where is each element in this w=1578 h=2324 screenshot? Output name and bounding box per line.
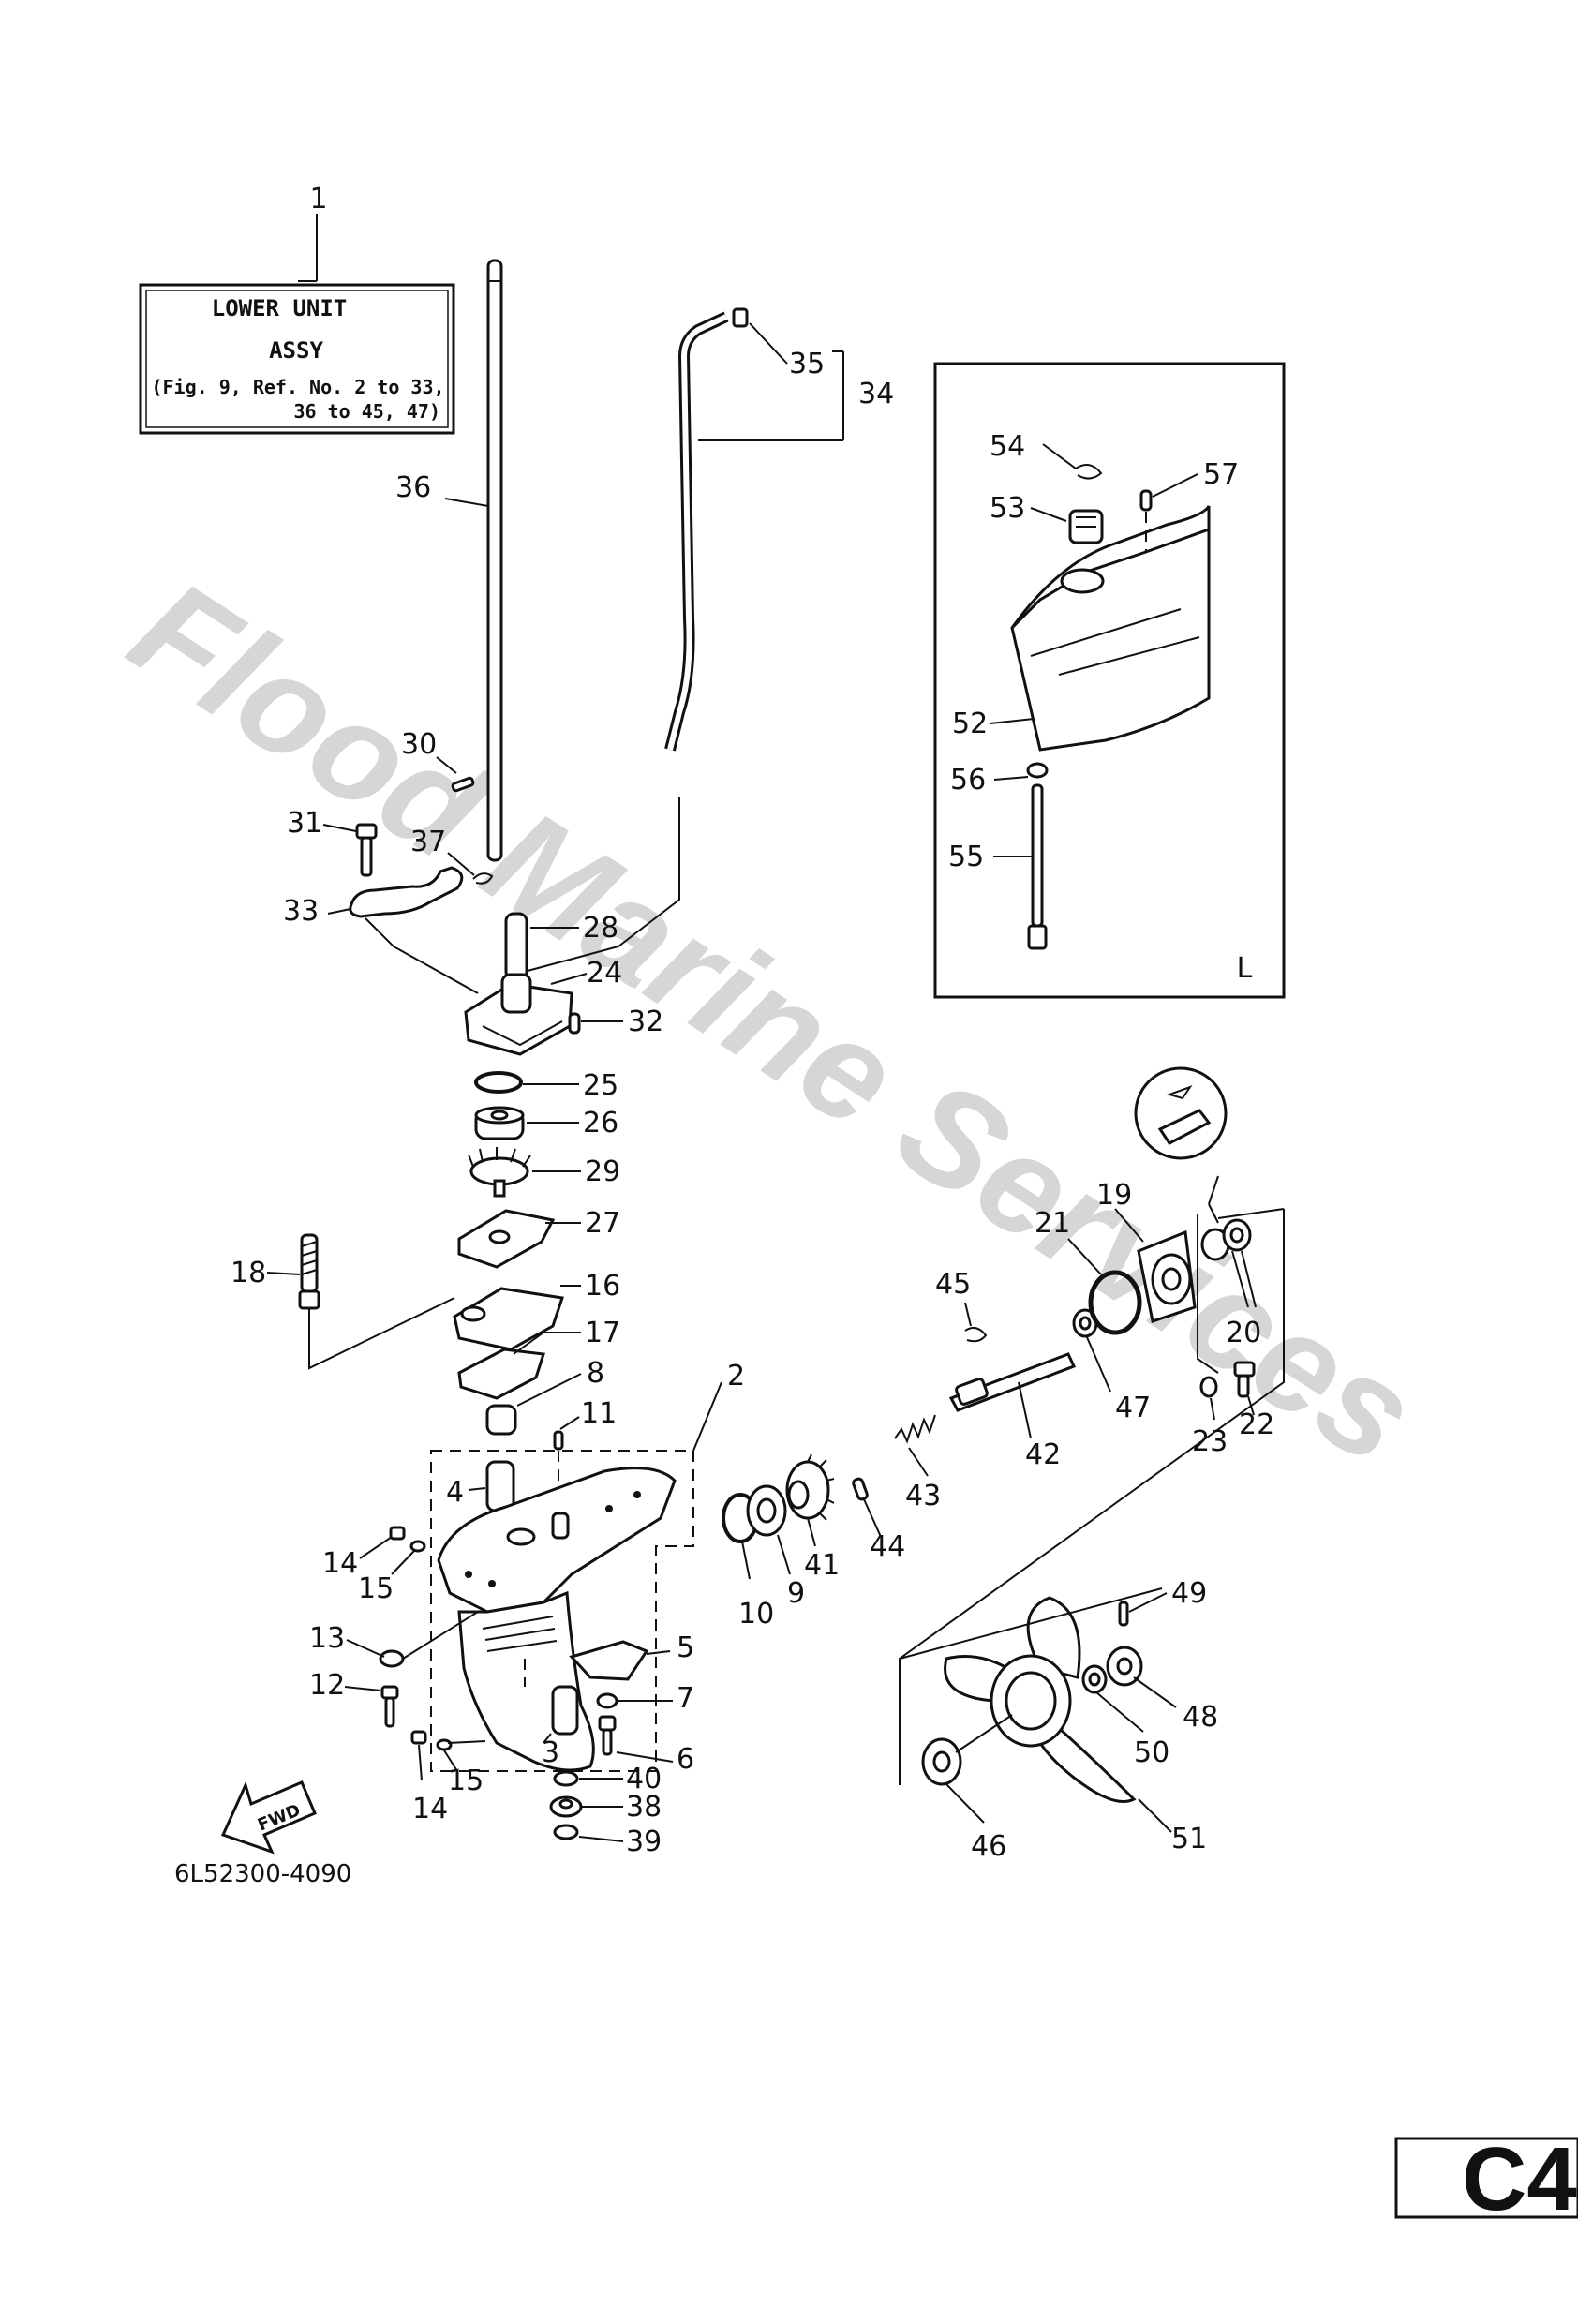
callout-22: 22 bbox=[1239, 1408, 1274, 1441]
drive-shaft bbox=[444, 259, 503, 862]
callout-49: 49 bbox=[1171, 1577, 1207, 1610]
callout-33: 33 bbox=[283, 895, 319, 928]
callout-2: 2 bbox=[727, 1360, 745, 1393]
callout-20: 20 bbox=[1226, 1317, 1261, 1349]
callout-43: 43 bbox=[905, 1480, 941, 1512]
callout-30: 30 bbox=[401, 728, 437, 761]
callout-46: 46 bbox=[971, 1830, 1006, 1863]
title-box-line-3: (Fig. 9, Ref. No. 2 to 33, bbox=[151, 376, 444, 398]
callout-47: 47 bbox=[1115, 1392, 1151, 1424]
callout-25: 25 bbox=[583, 1069, 618, 1102]
gear-train-parts bbox=[722, 1066, 1285, 1785]
callout-12: 12 bbox=[309, 1669, 345, 1702]
title-box-line-1: LOWER UNIT bbox=[212, 295, 348, 321]
callout-28: 28 bbox=[583, 912, 618, 945]
callout-55: 55 bbox=[948, 841, 984, 873]
callout-5: 5 bbox=[677, 1631, 694, 1664]
callout-39: 39 bbox=[626, 1825, 662, 1858]
page-code: C4 bbox=[1462, 2129, 1577, 2229]
inset-box: L bbox=[933, 362, 1286, 999]
callout-numbers: 2 3 4 5 6 7 8 9 10 11 12 13 14 14 15 15 … bbox=[231, 348, 1274, 1863]
callout-35: 35 bbox=[789, 348, 825, 380]
callout-10: 10 bbox=[738, 1598, 774, 1631]
callout-56: 56 bbox=[950, 764, 986, 797]
callout-31: 31 bbox=[287, 807, 322, 840]
callout-50: 50 bbox=[1134, 1736, 1169, 1769]
callout-14b: 14 bbox=[412, 1793, 448, 1825]
lower-case-group bbox=[344, 1381, 722, 1842]
callout-44: 44 bbox=[870, 1530, 905, 1563]
callout-7: 7 bbox=[677, 1682, 694, 1715]
callout-26: 26 bbox=[583, 1107, 618, 1140]
impeller bbox=[468, 1147, 531, 1198]
callout-48: 48 bbox=[1183, 1701, 1218, 1734]
callout-38: 38 bbox=[626, 1791, 662, 1824]
title-box: 1 LOWER UNIT ASSY (Fig. 9, Ref. No. 2 to… bbox=[139, 183, 455, 435]
title-box-line-4: 36 to 45, 47) bbox=[293, 400, 440, 423]
inset-label: L bbox=[1237, 952, 1253, 985]
callout-36: 36 bbox=[395, 471, 431, 504]
callout-13: 13 bbox=[309, 1622, 345, 1655]
callout-54: 54 bbox=[990, 430, 1025, 463]
propeller-group bbox=[899, 1587, 1177, 1833]
callout-24: 24 bbox=[587, 957, 622, 990]
water-tube bbox=[513, 307, 844, 976]
callout-51: 51 bbox=[1171, 1823, 1207, 1855]
title-ref-number: 1 bbox=[309, 183, 327, 216]
callout-41: 41 bbox=[804, 1549, 840, 1582]
callout-29: 29 bbox=[585, 1155, 620, 1188]
page-code-box: C4 bbox=[1394, 2129, 1578, 2229]
callout-21: 21 bbox=[1035, 1207, 1070, 1240]
callout-17: 17 bbox=[585, 1317, 620, 1349]
callout-32: 32 bbox=[628, 1006, 663, 1038]
callout-8: 8 bbox=[587, 1357, 604, 1390]
callout-18: 18 bbox=[231, 1257, 266, 1289]
catalog-code: 6L52300-4090 bbox=[174, 1860, 351, 1888]
callout-45: 45 bbox=[935, 1268, 971, 1301]
callout-52: 52 bbox=[952, 708, 988, 740]
callout-53: 53 bbox=[990, 492, 1025, 525]
fwd-arrow-icon: FWD bbox=[220, 1780, 317, 1855]
callout-6: 6 bbox=[677, 1743, 694, 1776]
callout-19: 19 bbox=[1096, 1179, 1132, 1212]
callout-37: 37 bbox=[410, 826, 446, 858]
callout-23: 23 bbox=[1192, 1425, 1228, 1458]
water-pump-parts bbox=[266, 756, 623, 1485]
callout-27: 27 bbox=[585, 1207, 620, 1240]
watermark-text: Flood Marine Services bbox=[106, 549, 1443, 1494]
callout-14a: 14 bbox=[322, 1547, 358, 1580]
callout-3: 3 bbox=[542, 1736, 559, 1769]
callout-34: 34 bbox=[858, 378, 894, 410]
callout-9: 9 bbox=[787, 1577, 805, 1610]
callout-57: 57 bbox=[1203, 458, 1239, 491]
callout-15a: 15 bbox=[358, 1572, 394, 1605]
callout-42: 42 bbox=[1025, 1438, 1061, 1471]
callout-16: 16 bbox=[585, 1270, 620, 1303]
callout-40: 40 bbox=[626, 1763, 662, 1795]
title-box-line-2: ASSY bbox=[269, 337, 323, 364]
callout-4: 4 bbox=[446, 1476, 464, 1509]
callout-11: 11 bbox=[581, 1397, 617, 1430]
callout-15b: 15 bbox=[448, 1765, 484, 1797]
